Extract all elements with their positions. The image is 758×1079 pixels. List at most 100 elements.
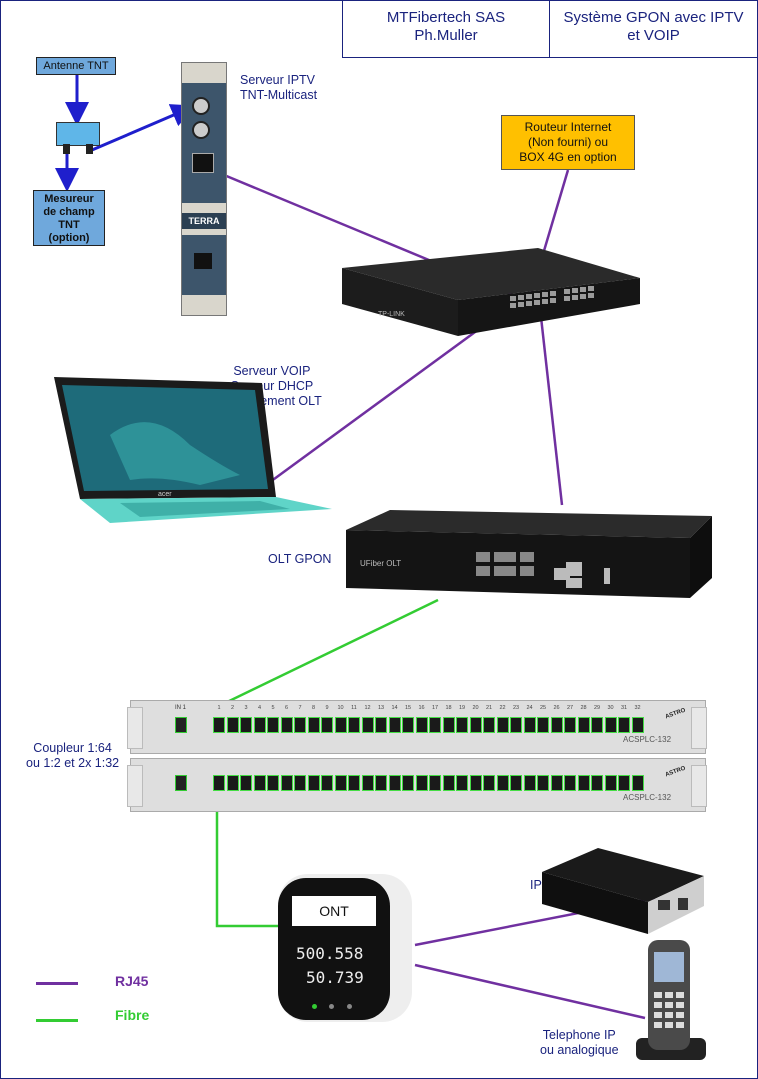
coax-splitter-device: [56, 122, 100, 146]
splitter-port-number: 13: [377, 705, 385, 711]
splitter-port-3: [240, 717, 252, 733]
splitter-port-13: [375, 717, 387, 733]
iptv-server-caption: Serveur IPTV TNT-Multicast: [240, 73, 317, 103]
phone-device: [636, 940, 706, 1060]
iptv-server-connector-2: [192, 121, 210, 139]
splitter-port-number: 2: [230, 705, 235, 711]
splitter-port-10: [334, 775, 347, 791]
field-meter-line1: Mesureur: [44, 193, 94, 205]
splitter-port-20: [469, 717, 482, 733]
field-meter-line2: de champ: [43, 206, 95, 218]
splitter-port-12: [361, 717, 374, 733]
legend-rj45-label: RJ45: [115, 973, 149, 989]
splitter-port-number: 18: [445, 705, 452, 711]
splitter-port-5: [267, 775, 279, 791]
splitter-port-11: [348, 775, 360, 791]
iptv-server-port-2: [194, 253, 212, 269]
splitter-port-number: 24: [526, 705, 533, 711]
router-line3: BOX 4G en option: [519, 150, 617, 164]
splitter-port-1: [213, 775, 225, 791]
splitter-port-17: [429, 717, 441, 733]
splitter-port-9: [321, 717, 333, 733]
rj45-laptop-switch: [254, 303, 513, 495]
iptv-server-rj45-port: [192, 153, 214, 173]
splitter-port-14: [388, 717, 401, 733]
splitter-panel-1-ear-left: [127, 707, 143, 749]
splitter-port-29: [591, 775, 603, 791]
splitter-port-6: [280, 717, 293, 733]
splitter-panel-2-in-port: [175, 775, 187, 791]
company-box: MTFibertech SAS Ph.Muller: [342, 0, 550, 58]
splitter-port-14: [388, 775, 401, 791]
splitter-port-number: 1: [217, 705, 221, 711]
splitter-port-7: [294, 775, 306, 791]
ont-reading-1: 500.558: [296, 944, 364, 963]
field-meter-line4: (option): [48, 232, 90, 244]
switch-brand: TP-LINK: [378, 311, 405, 318]
splitter-port-28: [577, 717, 590, 733]
splitter-caption-line1: Coupleur 1:64: [33, 741, 112, 755]
splitter-port-1: [213, 717, 225, 733]
router-line2: (Non fourni) ou: [527, 135, 609, 149]
phone-caption-line1: Telephone IP: [542, 1028, 616, 1042]
splitter-port-25: [537, 717, 549, 733]
splitter-port-number: 14: [391, 705, 398, 711]
splitter-panel-2-ear-right: [691, 765, 707, 807]
splitter-caption: Coupleur 1:64 ou 1:2 et 2x 1:32: [26, 741, 119, 771]
splitter-port-number: 28: [580, 705, 587, 711]
splitter-port-21: [483, 775, 495, 791]
laptop-wallpaper-island: [110, 422, 240, 485]
splitter-port-number: 16: [418, 705, 425, 711]
olt-top-face: [346, 510, 712, 538]
splitter-panel-1-in-label: IN 1: [175, 705, 187, 711]
olt-caption: OLT GPON: [268, 552, 332, 566]
iptv-server-device: TERRA: [181, 62, 227, 316]
laptop-keyboard: [120, 501, 290, 517]
iptv-box-port-power: [678, 898, 688, 910]
splitter-port-8: [307, 717, 320, 733]
splitter-port-24: [523, 717, 536, 733]
splitter-port-3: [240, 775, 252, 791]
splitter-port-number: 12: [364, 705, 371, 711]
splitter-port-number: 25: [539, 705, 547, 711]
splitter-port-8: [307, 775, 320, 791]
legend-fibre-line: [36, 1019, 78, 1022]
splitter-port-number: 20: [472, 705, 479, 711]
splitter-caption-line2: ou 1:2 et 2x 1:32: [26, 756, 120, 770]
splitter-port-number: 5: [271, 705, 275, 711]
splitter-port-2: [226, 775, 239, 791]
splitter-port-28: [577, 775, 590, 791]
olt-sfp-ports: [476, 552, 610, 588]
splitter-panel-2-model: ACSPLC-132: [623, 793, 672, 802]
splitter-port-15: [402, 775, 414, 791]
laptop-device: acer: [54, 377, 332, 523]
splitter-port-19: [456, 717, 468, 733]
splitter-panel-1-model: ACSPLC-132: [623, 735, 672, 744]
splitter-port-20: [469, 775, 482, 791]
splitter-port-27: [564, 775, 576, 791]
splitter-port-25: [537, 775, 549, 791]
iptv-box-top: [542, 848, 704, 902]
splitter-port-number: 11: [351, 705, 357, 711]
splitter-port-7: [294, 717, 306, 733]
company-name: MTFibertech SAS: [386, 9, 506, 26]
olt-brand: UFiber OLT: [360, 559, 401, 568]
splitter-port-24: [523, 775, 536, 791]
splitter-port-31: [618, 717, 630, 733]
splitter-port-number: 7: [298, 705, 302, 711]
phone-keypad: [654, 992, 684, 1028]
splitter-port-23: [510, 775, 522, 791]
switch-side-face: [458, 278, 640, 336]
splitter-port-30: [604, 775, 617, 791]
switch-top-face: [342, 248, 640, 300]
splitter-port-26: [550, 775, 563, 791]
iptv-server-brand: TERRA: [188, 216, 220, 226]
splitter-port-number: 19: [458, 705, 466, 711]
splitter-port-16: [415, 717, 428, 733]
olt-side-face: [690, 516, 712, 598]
ont-device: ONT 500.558 50.739: [278, 874, 412, 1022]
splitter-port-16: [415, 775, 428, 791]
splitter-panel-1-brand: ASTRO: [664, 707, 687, 721]
